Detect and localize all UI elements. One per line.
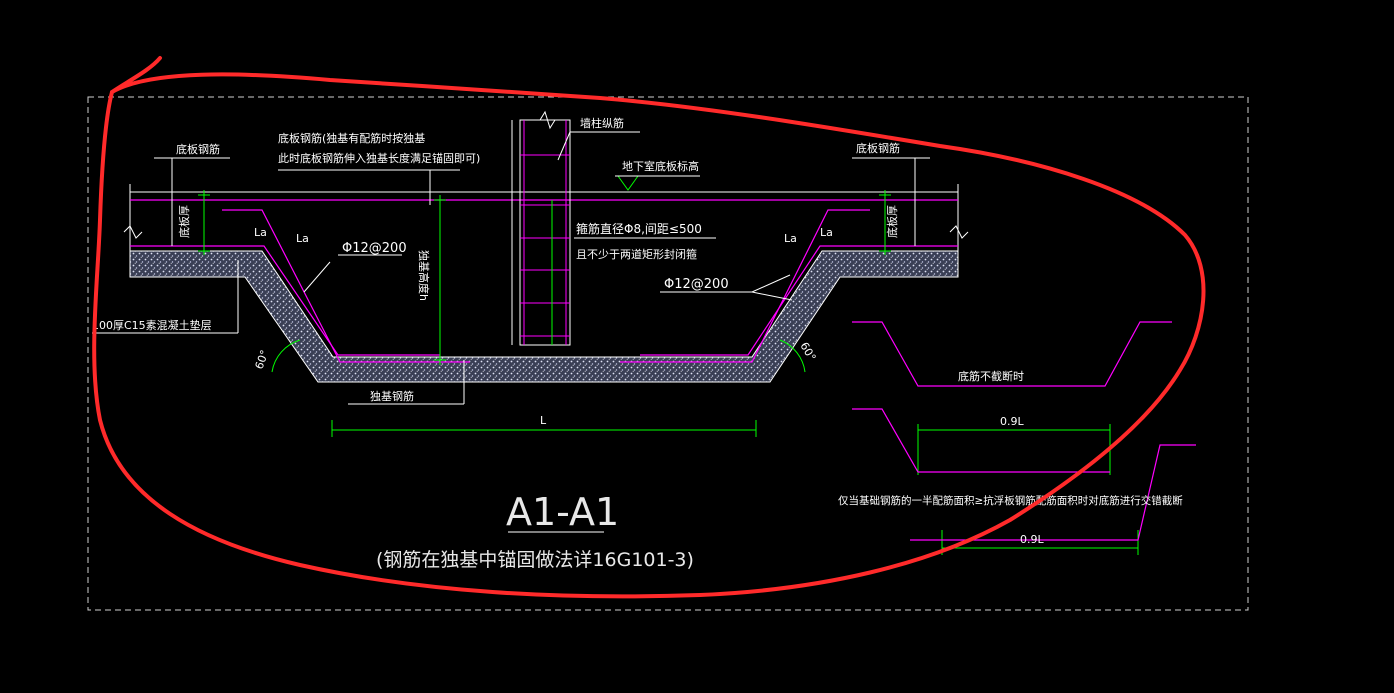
label-dim-09L-a: 0.9L — [1000, 415, 1024, 428]
detail-cut-b — [910, 444, 1196, 541]
label-footing-height: 独基高度h — [417, 250, 431, 301]
label-footing-rebar: 独基钢筋 — [370, 389, 414, 403]
leader-lines — [92, 131, 930, 533]
break-mark-left — [123, 225, 143, 239]
footing-concrete — [129, 250, 959, 383]
section-title: A1-A1 — [506, 490, 619, 534]
detail-no-cut — [852, 321, 1172, 387]
label-la1: La — [254, 226, 267, 239]
stirrups — [520, 154, 570, 337]
label-angle-left: 60° — [253, 348, 272, 371]
label-cushion: 100厚C15素混凝土垫层 — [92, 318, 212, 332]
anchor-bar-left — [222, 209, 470, 363]
label-no-cut: 底筋不截断时 — [958, 369, 1024, 383]
detail-cut-a — [852, 408, 1110, 473]
label-bottom-rebar-right: 底板钢筋 — [856, 141, 900, 155]
label-rebar-right: Φ12@200 — [664, 277, 729, 292]
label-wall-column-rebar: 墙柱纵筋 — [580, 116, 624, 130]
label-stirrup-line2: 且不少于两道矩形封闭箍 — [576, 247, 697, 261]
label-note-line1: 底板钢筋(独基有配筋时按独基 — [278, 131, 425, 145]
dimensions — [198, 175, 1139, 555]
label-basement-floor-elev: 地下室底板标高 — [622, 159, 699, 173]
break-mark-right — [949, 225, 969, 239]
label-angle-right: 60° — [797, 340, 818, 363]
red-annotation-circle — [92, 56, 1206, 599]
drawing-frame — [87, 96, 1249, 611]
label-slab-thickness-right: 底板厚 — [885, 205, 899, 238]
label-bottom-rebar-left: 底板钢筋 — [176, 142, 220, 156]
label-cut-note: 仅当基础钢筋的一半配筋面积≥抗浮板钢筋配筋面积时对底筋进行交错截断 — [838, 494, 1183, 507]
label-stirrup-line1: 箍筋直径Φ8,间距≤500 — [576, 221, 702, 236]
label-slab-thickness-left: 底板厚 — [177, 205, 191, 238]
label-la2: La — [296, 232, 309, 245]
label-rebar-left: Φ12@200 — [342, 241, 407, 256]
label-la3: La — [784, 232, 797, 245]
label-note-line2: 此时底板钢筋伸入独基长度满足锚固即可) — [278, 151, 480, 165]
wall-column — [519, 119, 571, 346]
section-subtitle: (钢筋在独基中锚固做法详16G101-3) — [376, 549, 694, 571]
label-dim-L: L — [540, 414, 547, 427]
bottom-rebar-right — [640, 245, 958, 356]
text-labels: 底板钢筋 底板钢筋(独基有配筋时按独基 此时底板钢筋伸入独基长度满足锚固即可) … — [92, 116, 1183, 571]
label-dim-09L-b: 0.9L — [1020, 533, 1044, 546]
anchor-bar-right — [620, 209, 870, 363]
bottom-rebar-left — [130, 245, 440, 356]
label-la4: La — [820, 226, 833, 239]
